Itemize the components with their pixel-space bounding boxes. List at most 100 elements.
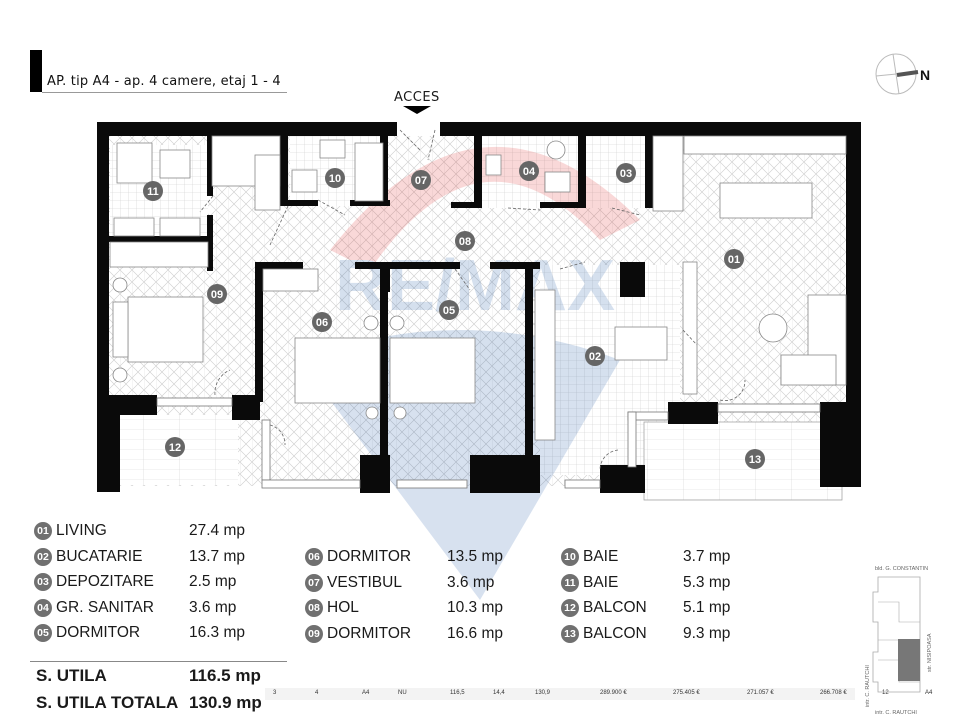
price-cell: 266.708 €: [820, 690, 847, 696]
room-name: BALCON: [583, 599, 647, 616]
price-cell: 130,9: [535, 690, 551, 696]
room-marker-04: 04: [519, 161, 539, 181]
room-area: 3.7 mp: [683, 548, 731, 565]
svg-text:01: 01: [728, 254, 740, 266]
svg-text:02: 02: [589, 351, 601, 363]
svg-text:12: 12: [169, 442, 181, 454]
svg-text:07: 07: [415, 175, 427, 187]
room-area: 13.7 mp: [189, 547, 246, 565]
room-name: BAIE: [583, 573, 619, 591]
street-bottom: intr. C. RAUTCHI: [875, 710, 917, 716]
room-area: 9.3 mp: [683, 624, 731, 642]
room-number-badge: 06: [305, 548, 323, 566]
room-number-badge: 07: [305, 573, 323, 592]
svg-text:06: 06: [316, 317, 328, 329]
room-marker-12: 12: [165, 437, 185, 457]
price-cell: 289.900 €: [600, 690, 627, 696]
room-area: 5.1 mp: [683, 599, 731, 616]
utila-label: S. UTILA: [36, 666, 107, 685]
door-swings: [199, 129, 746, 471]
room-name: BUCATARIE: [56, 547, 143, 565]
room-name: VESTIBUL: [327, 573, 402, 591]
svg-text:09: 09: [211, 289, 223, 301]
room-number-badge: 11: [561, 573, 579, 592]
room-name: GR. SANITAR: [56, 598, 154, 616]
room-marker-01: 01: [724, 249, 744, 269]
svg-text:08: 08: [459, 236, 471, 248]
room-number-badge: 08: [305, 599, 323, 617]
room-area: 10.3 mp: [447, 599, 504, 616]
room-name: DEPOZITARE: [56, 573, 154, 590]
room-marker-06: 06: [312, 312, 332, 332]
room-area: 3.6 mp: [447, 573, 495, 591]
room-number-badge: 04: [34, 598, 52, 617]
room-name: HOL: [327, 599, 359, 616]
street-right: str. NISIPOASA: [927, 633, 933, 672]
title-underline: [42, 92, 287, 93]
price-cell: 3: [273, 690, 277, 696]
furniture: [109, 135, 847, 441]
price-cell: 4: [315, 690, 319, 696]
svg-text:10: 10: [329, 173, 341, 185]
entrance-arrow-icon: [403, 106, 431, 114]
price-cell: 116,5: [450, 690, 465, 696]
room-marker-10: 10: [325, 168, 345, 188]
price-cell: A4: [362, 690, 370, 696]
totala-value: 130.9 mp: [189, 693, 262, 712]
price-cell: 275.405 €: [673, 690, 700, 696]
room-area: 2.5 mp: [189, 573, 237, 590]
room-marker-08: 08: [455, 231, 475, 251]
price-cell: 271.057 €: [747, 690, 774, 696]
room-area: 16.6 mp: [447, 624, 504, 642]
site-location-map: bld. G. CONSTANTIN str. NISIPOASA intr. …: [856, 562, 956, 725]
room-marker-07: 07: [411, 170, 431, 190]
room-number-badge: 01: [34, 522, 52, 540]
totala-label: S. UTILA TOTALA: [36, 693, 179, 712]
room-name: DORMITOR: [56, 624, 141, 641]
page-title: AP. tip A4 - ap. 4 camere, etaj 1 - 4: [47, 74, 281, 89]
svg-text:13: 13: [749, 454, 761, 466]
room-number-badge: 13: [561, 624, 579, 643]
balcony-13: [643, 421, 843, 501]
room-marker-03: 03: [616, 163, 636, 183]
summary-divider: [30, 661, 287, 662]
svg-text:RE/MAX: RE/MAX: [335, 246, 615, 326]
svg-text:03: 03: [620, 168, 632, 180]
price-cell: 14,4: [493, 690, 505, 696]
compass-north-icon: N: [874, 52, 954, 103]
room-area: 5.3 mp: [683, 573, 731, 591]
svg-text:05: 05: [443, 305, 455, 317]
room-area: 3.6 mp: [189, 598, 237, 616]
price-cell: 12: [882, 690, 889, 696]
street-left: intr. C. RAUTCHI: [865, 665, 871, 707]
room-number-badge: 12: [561, 599, 579, 617]
svg-text:04: 04: [523, 166, 536, 178]
room-number-badge: 05: [34, 624, 52, 642]
room-name: DORMITOR: [327, 548, 412, 565]
price-cell: A4: [925, 690, 933, 696]
room-name: BALCON: [583, 624, 647, 642]
room-name: BAIE: [583, 548, 619, 565]
room-name: DORMITOR: [327, 624, 412, 642]
room-marker-02: 02: [585, 346, 605, 366]
room-area: 16.3 mp: [189, 624, 246, 641]
room-number-badge: 10: [561, 548, 579, 566]
compass-label: N: [920, 67, 930, 83]
svg-text:11: 11: [147, 186, 159, 198]
room-marker-11: 11: [143, 181, 163, 201]
title-accent-bar: [30, 50, 42, 92]
room-number-badge: 03: [34, 573, 52, 591]
